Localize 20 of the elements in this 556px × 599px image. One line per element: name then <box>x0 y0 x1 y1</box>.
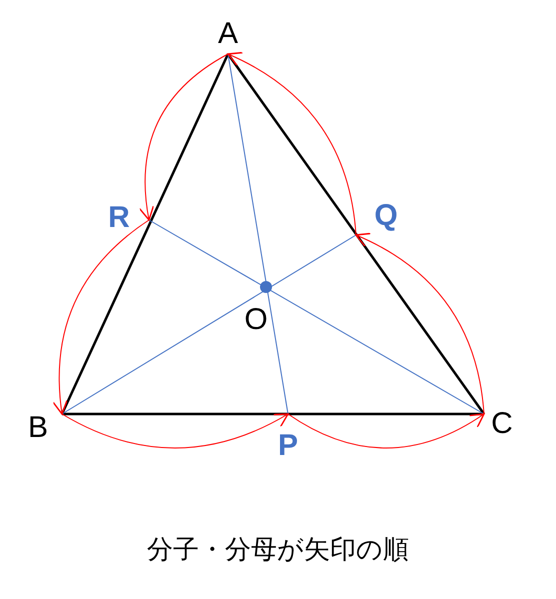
curved-arrow <box>62 413 289 448</box>
triangle-side <box>62 412 484 416</box>
curved-arrow <box>288 413 485 448</box>
point-label: O <box>244 305 268 335</box>
point-label: A <box>218 19 238 49</box>
point-label: B <box>28 413 48 443</box>
cevian-line <box>62 234 356 414</box>
curved-arrow <box>355 233 484 414</box>
point-label: Q <box>374 201 398 231</box>
curved-arrow <box>227 52 356 236</box>
triangle-side <box>226 53 486 415</box>
point-label: R <box>108 203 130 233</box>
curved-arrow <box>52 220 150 415</box>
cevian-line <box>148 220 484 414</box>
cevian-line <box>228 54 288 414</box>
point-label: P <box>278 431 298 461</box>
curved-arrow <box>139 54 228 221</box>
triangle-side <box>60 53 230 415</box>
caption: 分子・分母が矢印の順 <box>146 533 410 566</box>
point-label: C <box>491 409 513 439</box>
